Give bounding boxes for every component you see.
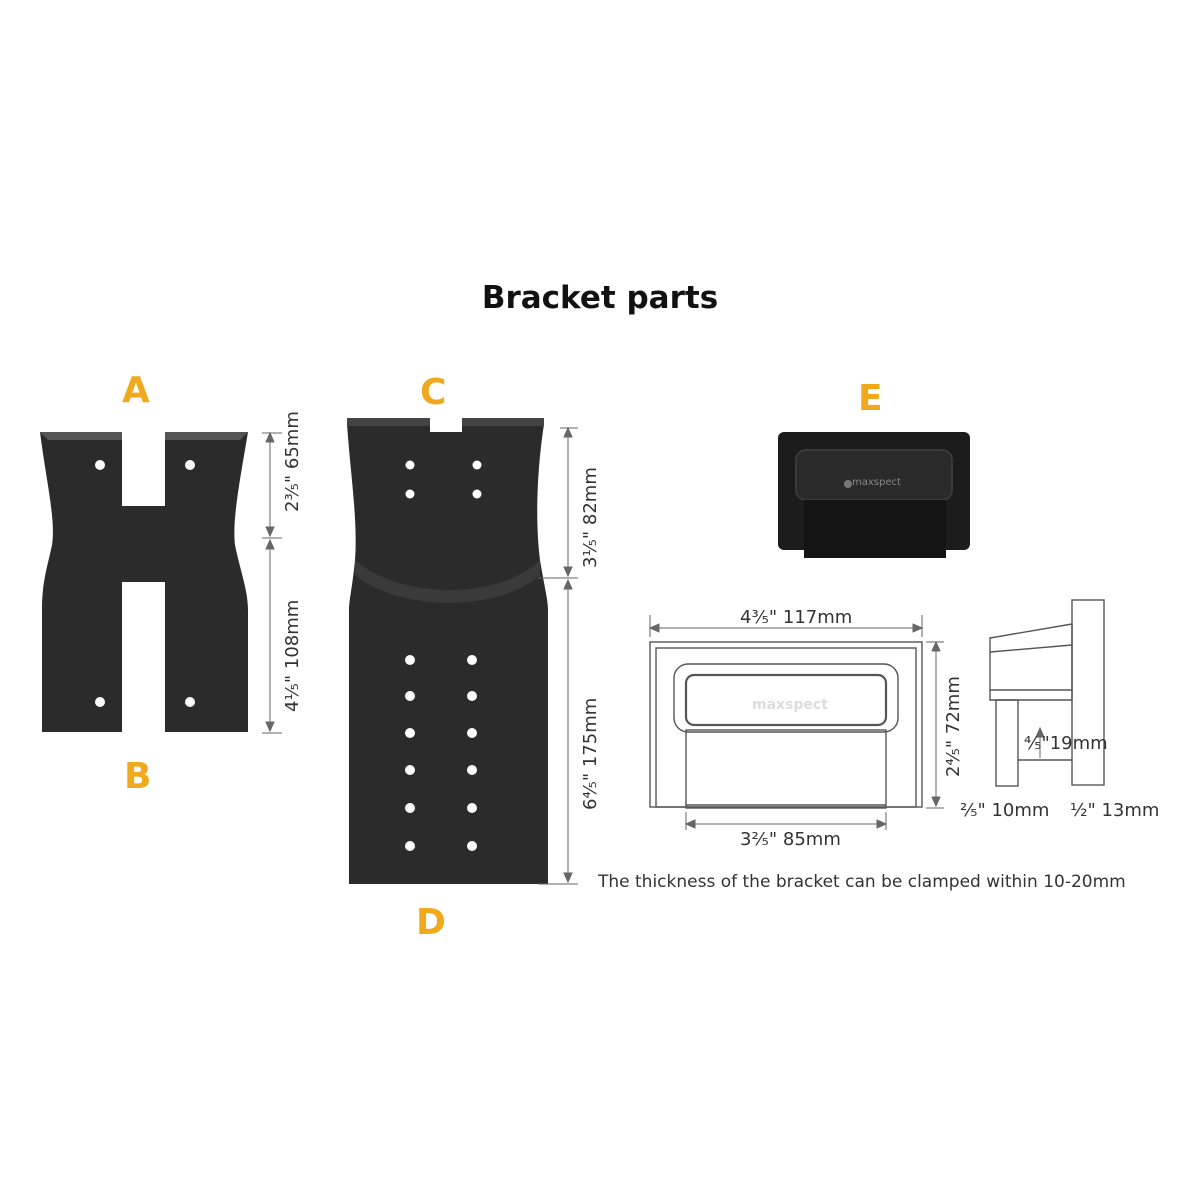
clip-e-photo bbox=[778, 432, 970, 558]
plate-cd-bend bbox=[355, 560, 540, 603]
plate-cd-body bbox=[347, 424, 548, 884]
dim-label-e-inner-width: 3²⁄₅" 85mm bbox=[740, 829, 841, 850]
hole bbox=[467, 655, 477, 665]
plate-ab bbox=[40, 432, 248, 732]
plate-ab-body bbox=[40, 432, 248, 732]
hole bbox=[405, 841, 415, 851]
plate-cd bbox=[347, 418, 548, 884]
part-label-c: C bbox=[420, 372, 447, 413]
clip-e-side-view bbox=[989, 599, 1105, 787]
dim-label-e-side-width: ½" 13mm bbox=[1070, 800, 1160, 821]
hole bbox=[185, 697, 195, 707]
dim-label-e-side-depth: ⁴⁄₅"19mm bbox=[1024, 733, 1108, 754]
dim-label-ab-top: 2³⁄₅" 65mm bbox=[282, 411, 303, 512]
dim-label-e-height: 2⁴⁄₅" 72mm bbox=[943, 676, 964, 777]
plate-cd-top-edge-right bbox=[462, 418, 544, 426]
part-label-e: E bbox=[858, 378, 883, 419]
hole bbox=[405, 489, 415, 499]
part-label-d: D bbox=[416, 902, 446, 943]
logo-icon bbox=[844, 480, 852, 488]
dim-lines-e-side bbox=[1035, 726, 1045, 758]
hole bbox=[472, 460, 482, 470]
part-label-b: B bbox=[124, 756, 152, 797]
dim-label-cd-top: 3¹⁄₅" 82mm bbox=[580, 467, 601, 568]
hole bbox=[405, 728, 415, 738]
hole bbox=[405, 803, 415, 813]
dim-label-ab-bottom: 4¹⁄₅" 108mm bbox=[282, 599, 303, 712]
hole bbox=[467, 691, 477, 701]
hole bbox=[467, 728, 477, 738]
dim-label-e-side-gap: ²⁄₅" 10mm bbox=[960, 800, 1050, 821]
hole bbox=[467, 841, 477, 851]
brand-logo-photo: maxspect bbox=[852, 477, 901, 488]
dim-lines-ab bbox=[262, 431, 282, 734]
hole bbox=[405, 765, 415, 775]
hole bbox=[405, 655, 415, 665]
hole bbox=[185, 460, 195, 470]
dim-label-e-width: 4³⁄₅" 117mm bbox=[740, 607, 853, 628]
dim-lines-cd bbox=[538, 426, 578, 885]
brand-logo-text: maxspect bbox=[752, 697, 828, 713]
dim-label-cd-bottom: 6⁴⁄₅" 175mm bbox=[580, 697, 601, 810]
plate-cd-top-edge-left bbox=[347, 418, 430, 426]
hole bbox=[95, 460, 105, 470]
hole bbox=[405, 460, 415, 470]
hole bbox=[405, 691, 415, 701]
hole bbox=[95, 697, 105, 707]
hole bbox=[472, 489, 482, 499]
page-title: Bracket parts bbox=[481, 280, 719, 316]
hole bbox=[467, 803, 477, 813]
clamp-note: The thickness of the bracket can be clam… bbox=[598, 872, 1126, 892]
hole bbox=[467, 765, 477, 775]
plate-ab-top-edge-right bbox=[165, 432, 248, 440]
dim-lines-e bbox=[648, 615, 944, 830]
plate-ab-top-edge-left bbox=[40, 432, 122, 440]
part-label-a: A bbox=[122, 370, 150, 411]
clip-e-front-view bbox=[649, 641, 923, 809]
